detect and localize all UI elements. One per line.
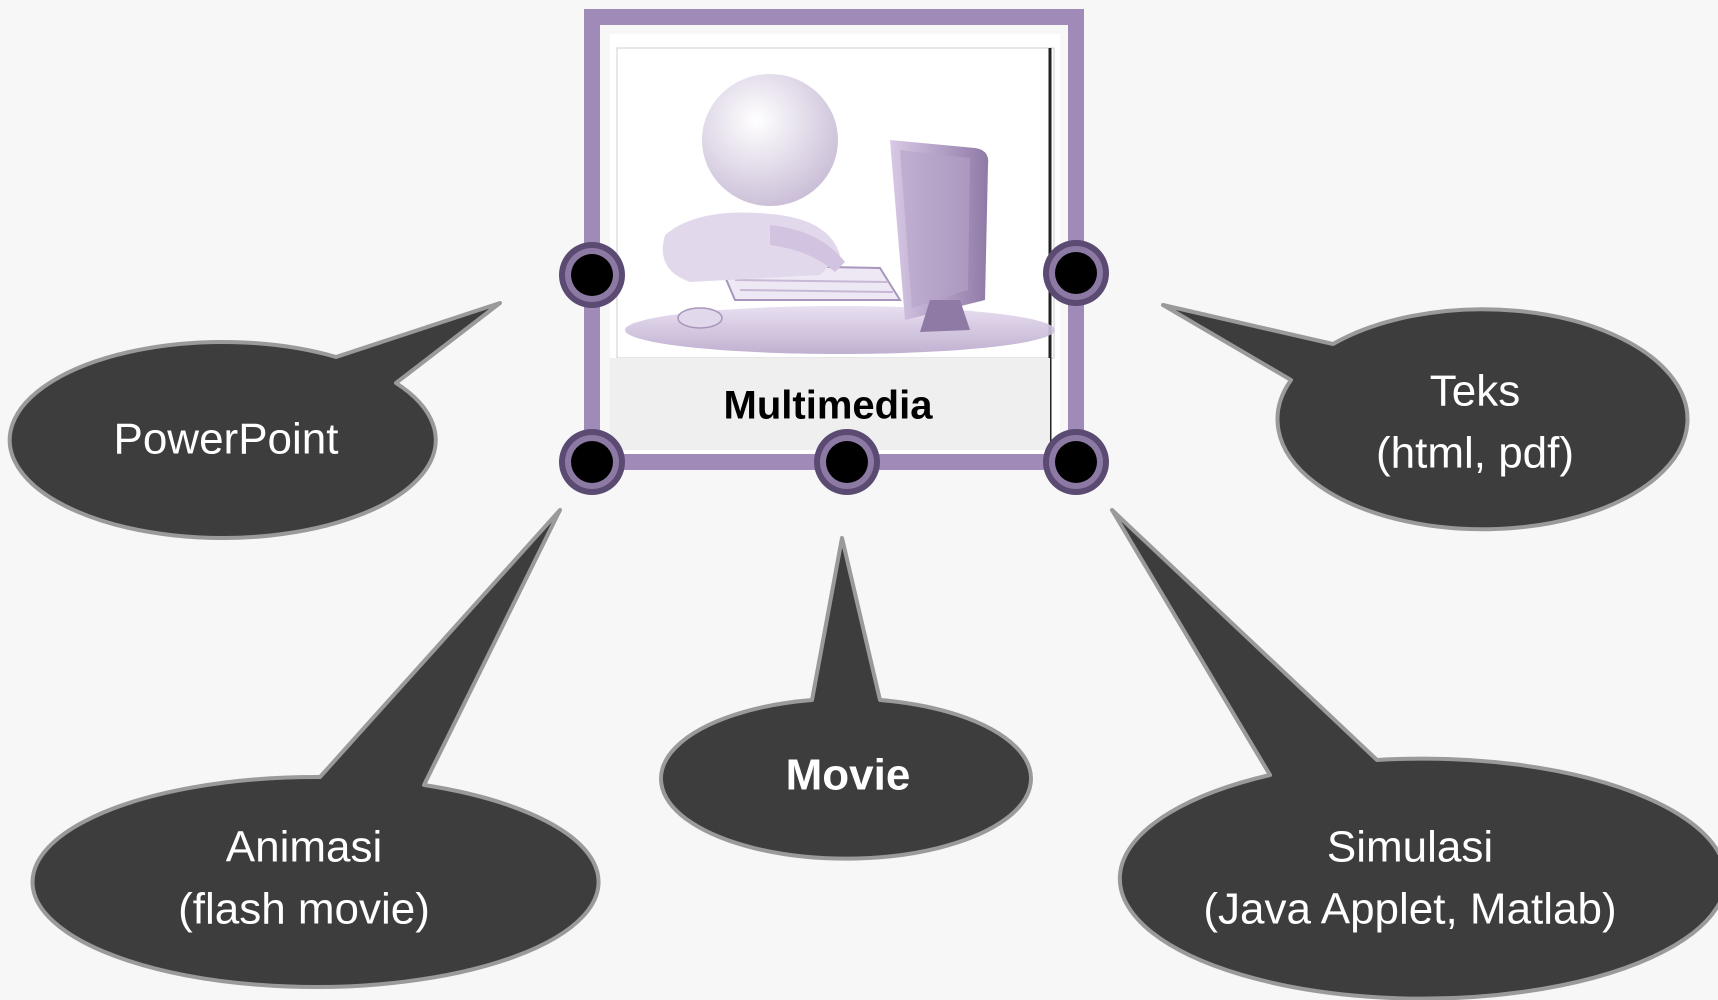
- bubble-shape: [30, 508, 601, 989]
- simulasi-label-line2: (Java Applet, Matlab): [1203, 885, 1616, 934]
- multimedia-frame[interactable]: Multimedia: [584, 9, 1084, 470]
- handle-right-middle[interactable]: [1043, 240, 1109, 306]
- handle-bottom-middle[interactable]: [814, 429, 880, 495]
- powerpoint-label: PowerPoint: [113, 415, 338, 464]
- simulasi-label-line1: Simulasi: [1327, 823, 1493, 872]
- bubble-teks[interactable]: Teks (html, pdf): [1161, 303, 1690, 532]
- multimedia-caption: Multimedia: [724, 384, 934, 428]
- handle-bottom-left[interactable]: [559, 429, 625, 495]
- handle-left-middle[interactable]: [559, 242, 625, 308]
- bubble-shape: [1110, 508, 1718, 1000]
- bubble-movie[interactable]: Movie: [659, 536, 1033, 861]
- person-at-computer-icon: [625, 74, 1055, 354]
- teks-label-line2: (html, pdf): [1376, 429, 1574, 478]
- animasi-label-line1: Animasi: [226, 823, 383, 872]
- bubble-shape: [1161, 303, 1690, 532]
- bubble-simulasi[interactable]: Simulasi (Java Applet, Matlab): [1110, 508, 1718, 1000]
- bubble-powerpoint[interactable]: PowerPoint: [7, 301, 502, 540]
- selection-handles: [559, 240, 1109, 495]
- bubble-shape: [659, 536, 1033, 861]
- bubble-animasi[interactable]: Animasi (flash movie): [30, 508, 601, 989]
- teks-label-line1: Teks: [1430, 367, 1520, 416]
- animasi-label-line2: (flash movie): [178, 885, 430, 934]
- bubble-shape: [7, 301, 502, 540]
- movie-label: Movie: [786, 751, 911, 800]
- handle-bottom-right[interactable]: [1043, 429, 1109, 495]
